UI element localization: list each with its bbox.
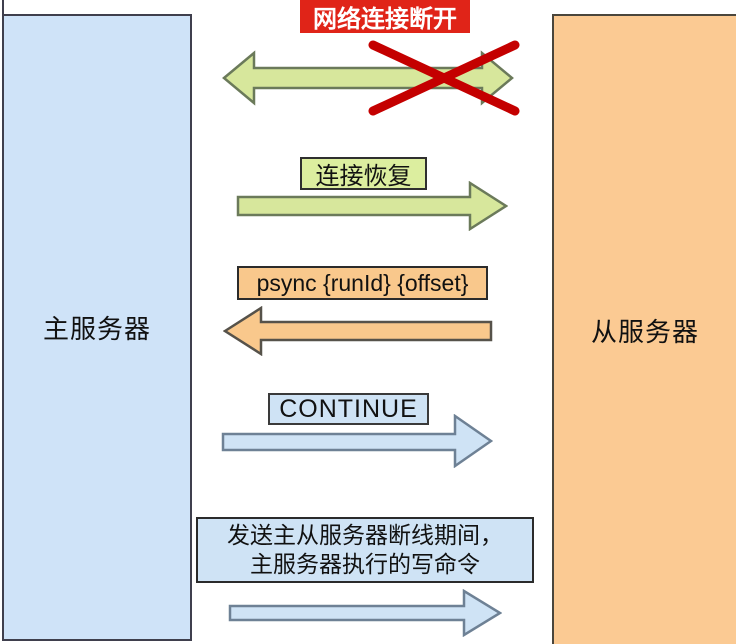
continue-badge: CONTINUE — [268, 393, 429, 425]
bidirectional-arrow — [222, 50, 514, 106]
reconnect-label: 连接恢复 — [315, 163, 412, 190]
network-disconnect-label: 网络连接断开 — [313, 6, 457, 33]
psync-badge: psync {runId} {offset} — [237, 266, 488, 300]
reconnect-badge: 连接恢复 — [300, 157, 427, 190]
slave-server-label: 从服务器 — [590, 316, 699, 347]
continue-arrow — [221, 414, 493, 468]
reconnect-arrow-shape — [236, 181, 508, 231]
psync-arrow — [223, 306, 493, 356]
send-commands-box: 发送主从服务器断线期间， 主服务器执行的写命令 — [196, 517, 534, 583]
send-commands-arrow — [228, 589, 502, 637]
send-commands-line2: 主服务器执行的写命令 — [250, 551, 480, 577]
send-commands-arrow-shape — [228, 589, 502, 637]
broken-link-x-icon — [368, 40, 520, 116]
slave-server-box: 从服务器 — [552, 14, 736, 644]
send-commands-line1: 发送主从服务器断线期间， — [227, 522, 503, 548]
psync-arrow-shape — [223, 306, 493, 356]
network-disconnect-badge: 网络连接断开 — [300, 0, 470, 33]
bidirectional-arrow-shape — [222, 50, 514, 106]
master-server-box: 主服务器 — [2, 14, 192, 641]
edge-line — [2, 0, 4, 14]
continue-arrow-shape — [221, 414, 493, 468]
continue-label: CONTINUE — [279, 394, 418, 423]
x-stroke-2 — [368, 40, 520, 116]
psync-label: psync {runId} {offset} — [256, 269, 469, 296]
master-server-label: 主服务器 — [42, 314, 151, 344]
reconnect-arrow — [236, 181, 508, 231]
